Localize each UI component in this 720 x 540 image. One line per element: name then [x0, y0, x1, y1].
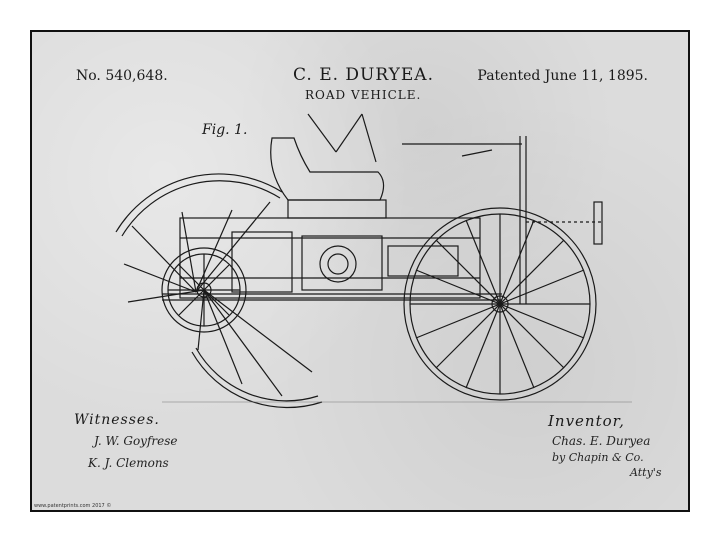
patent-title: ROAD VEHICLE. — [305, 88, 422, 102]
witnesses-heading: Witnesses. — [74, 412, 160, 428]
attorneys-label: Atty's — [630, 466, 662, 479]
attorney-by-line: by Chapin & Co. — [552, 451, 644, 464]
inventor-heading: Inventor, — [548, 412, 625, 430]
patent-sheet: No. 540,648. C. E. DURYEA. ROAD VEHICLE.… — [30, 30, 690, 512]
seat — [270, 113, 387, 219]
patent-date: Patented June 11, 1895. — [477, 68, 648, 84]
vehicle-drawing — [115, 113, 632, 409]
witness-signature-2: K. J. Clemons — [88, 456, 169, 470]
inventor-signature: Chas. E. Duryea — [552, 434, 651, 448]
patent-number: No. 540,648. — [76, 68, 168, 84]
steering-column — [402, 136, 603, 304]
witness-signature-1: J. W. Goyfrese — [94, 434, 178, 448]
figure-label: Fig. 1. — [202, 122, 248, 138]
chassis — [162, 217, 502, 301]
credit-text: www.patentprints.com 2017 © — [34, 503, 112, 509]
rear-upper-wheel — [115, 173, 283, 293]
rear-wheel — [127, 289, 323, 409]
front-wheel — [403, 207, 597, 401]
inventor-name-header: C. E. DURYEA. — [293, 65, 434, 85]
